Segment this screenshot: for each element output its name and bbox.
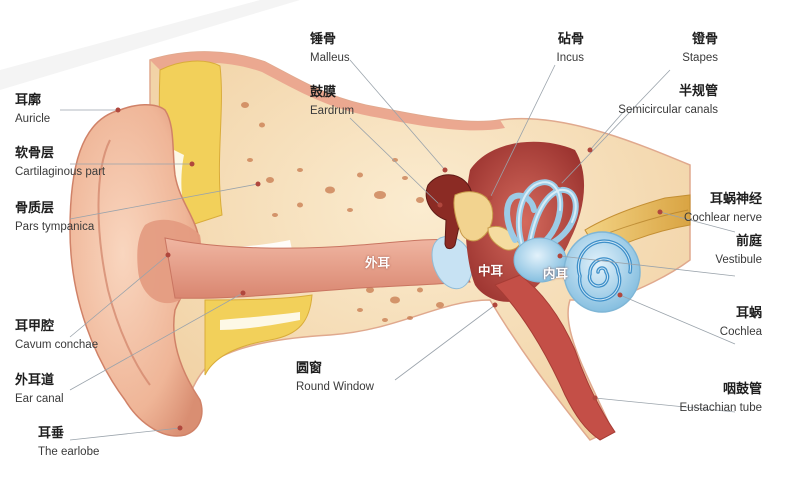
region-inner-ear: 内耳: [543, 266, 569, 281]
label-pars-tympanica-zh: 骨质层: [15, 201, 55, 216]
eustachian-tube-shape: [494, 274, 616, 441]
label-earlobe-zh: 耳垂: [38, 426, 65, 441]
label-stapes-zh: 镫骨: [691, 32, 718, 47]
label-vestibule-zh: 前庭: [735, 234, 762, 249]
label-ear-canal-en: Ear canal: [15, 393, 64, 405]
label-malleus-en: Malleus: [310, 52, 350, 64]
label-cochlea-en: Cochlea: [719, 326, 762, 338]
label-eustachian: 咽鼓管 Eustachian tube: [660, 383, 762, 415]
label-ear-canal-zh: 外耳道: [15, 373, 55, 388]
label-semicircular-en: Semicircular canals: [618, 104, 718, 116]
label-auricle-zh: 耳廓: [15, 93, 42, 108]
label-stapes-en: Stapes: [682, 52, 718, 64]
label-cavum-conchae-en: Cavum conchae: [15, 339, 99, 351]
label-stapes: 镫骨 Stapes: [660, 33, 718, 65]
label-incus-en: Incus: [556, 52, 585, 64]
label-round-window-en: Round Window: [296, 381, 374, 393]
label-eardrum: 鼓膜 Eardrum: [310, 86, 354, 118]
label-semicircular-zh: 半规管: [678, 84, 718, 99]
label-cavum-conchae-zh: 耳甲腔: [15, 319, 55, 334]
region-outer-ear: 外耳: [365, 255, 391, 270]
region-middle-ear: 中耳: [478, 263, 504, 278]
label-vestibule: 前庭 Vestibule: [690, 235, 762, 267]
label-cartilaginous-zh: 软骨层: [15, 146, 55, 161]
leader-lines: [60, 59, 736, 441]
background-shade: [0, 0, 300, 90]
label-auricle: 耳廓 Auricle: [15, 94, 50, 126]
label-cochlear-nerve: 耳蜗神经 Cochlear nerve: [660, 193, 762, 225]
label-vestibule-en: Vestibule: [715, 254, 762, 266]
label-semicircular: 半规管 Semicircular canals: [608, 85, 718, 117]
label-cochlear-nerve-en: Cochlear nerve: [684, 212, 762, 224]
cochlea-shape: [563, 231, 641, 313]
label-round-window: 圆窗 Round Window: [296, 362, 374, 394]
label-pars-tympanica: 骨质层 Pars tympanica: [15, 202, 94, 234]
bone-pores: [241, 102, 458, 322]
label-pars-tympanica-en: Pars tympanica: [15, 221, 95, 233]
label-malleus-zh: 锤骨: [310, 32, 337, 47]
label-incus: 砧骨 Incus: [548, 32, 585, 65]
label-cartilaginous: 软骨层 Cartilaginous part: [15, 147, 105, 179]
label-cochlea-zh: 耳蜗: [735, 306, 762, 321]
label-cartilaginous-en: Cartilaginous part: [15, 166, 106, 178]
label-earlobe-en: The earlobe: [38, 446, 100, 458]
stapes-shape: [487, 225, 521, 251]
label-auricle-en: Auricle: [15, 113, 51, 125]
label-eardrum-en: Eardrum: [310, 105, 355, 117]
label-malleus: 锤骨 Malleus: [310, 33, 350, 65]
label-ear-canal: 外耳道 Ear canal: [15, 374, 64, 406]
ear-canal-shape: [164, 237, 471, 299]
label-cavum-conchae: 耳甲腔 Cavum conchae: [15, 320, 98, 352]
label-round-window-zh: 圆窗: [296, 361, 323, 376]
label-incus-zh: 砧骨: [557, 32, 584, 47]
label-cochlea: 耳蜗 Cochlea: [690, 307, 762, 339]
skin-upper: [150, 51, 505, 131]
label-earlobe: 耳垂 The earlobe: [38, 427, 99, 459]
marker-dots: [115, 107, 663, 431]
label-cochlear-nerve-zh: 耳蜗神经: [709, 192, 762, 207]
auricle-shape: [69, 104, 203, 437]
label-eustachian-en: Eustachian tube: [679, 402, 762, 414]
label-eustachian-zh: 咽鼓管: [722, 382, 762, 397]
incus-shape: [453, 191, 494, 242]
label-eardrum-zh: 鼓膜: [310, 85, 337, 100]
